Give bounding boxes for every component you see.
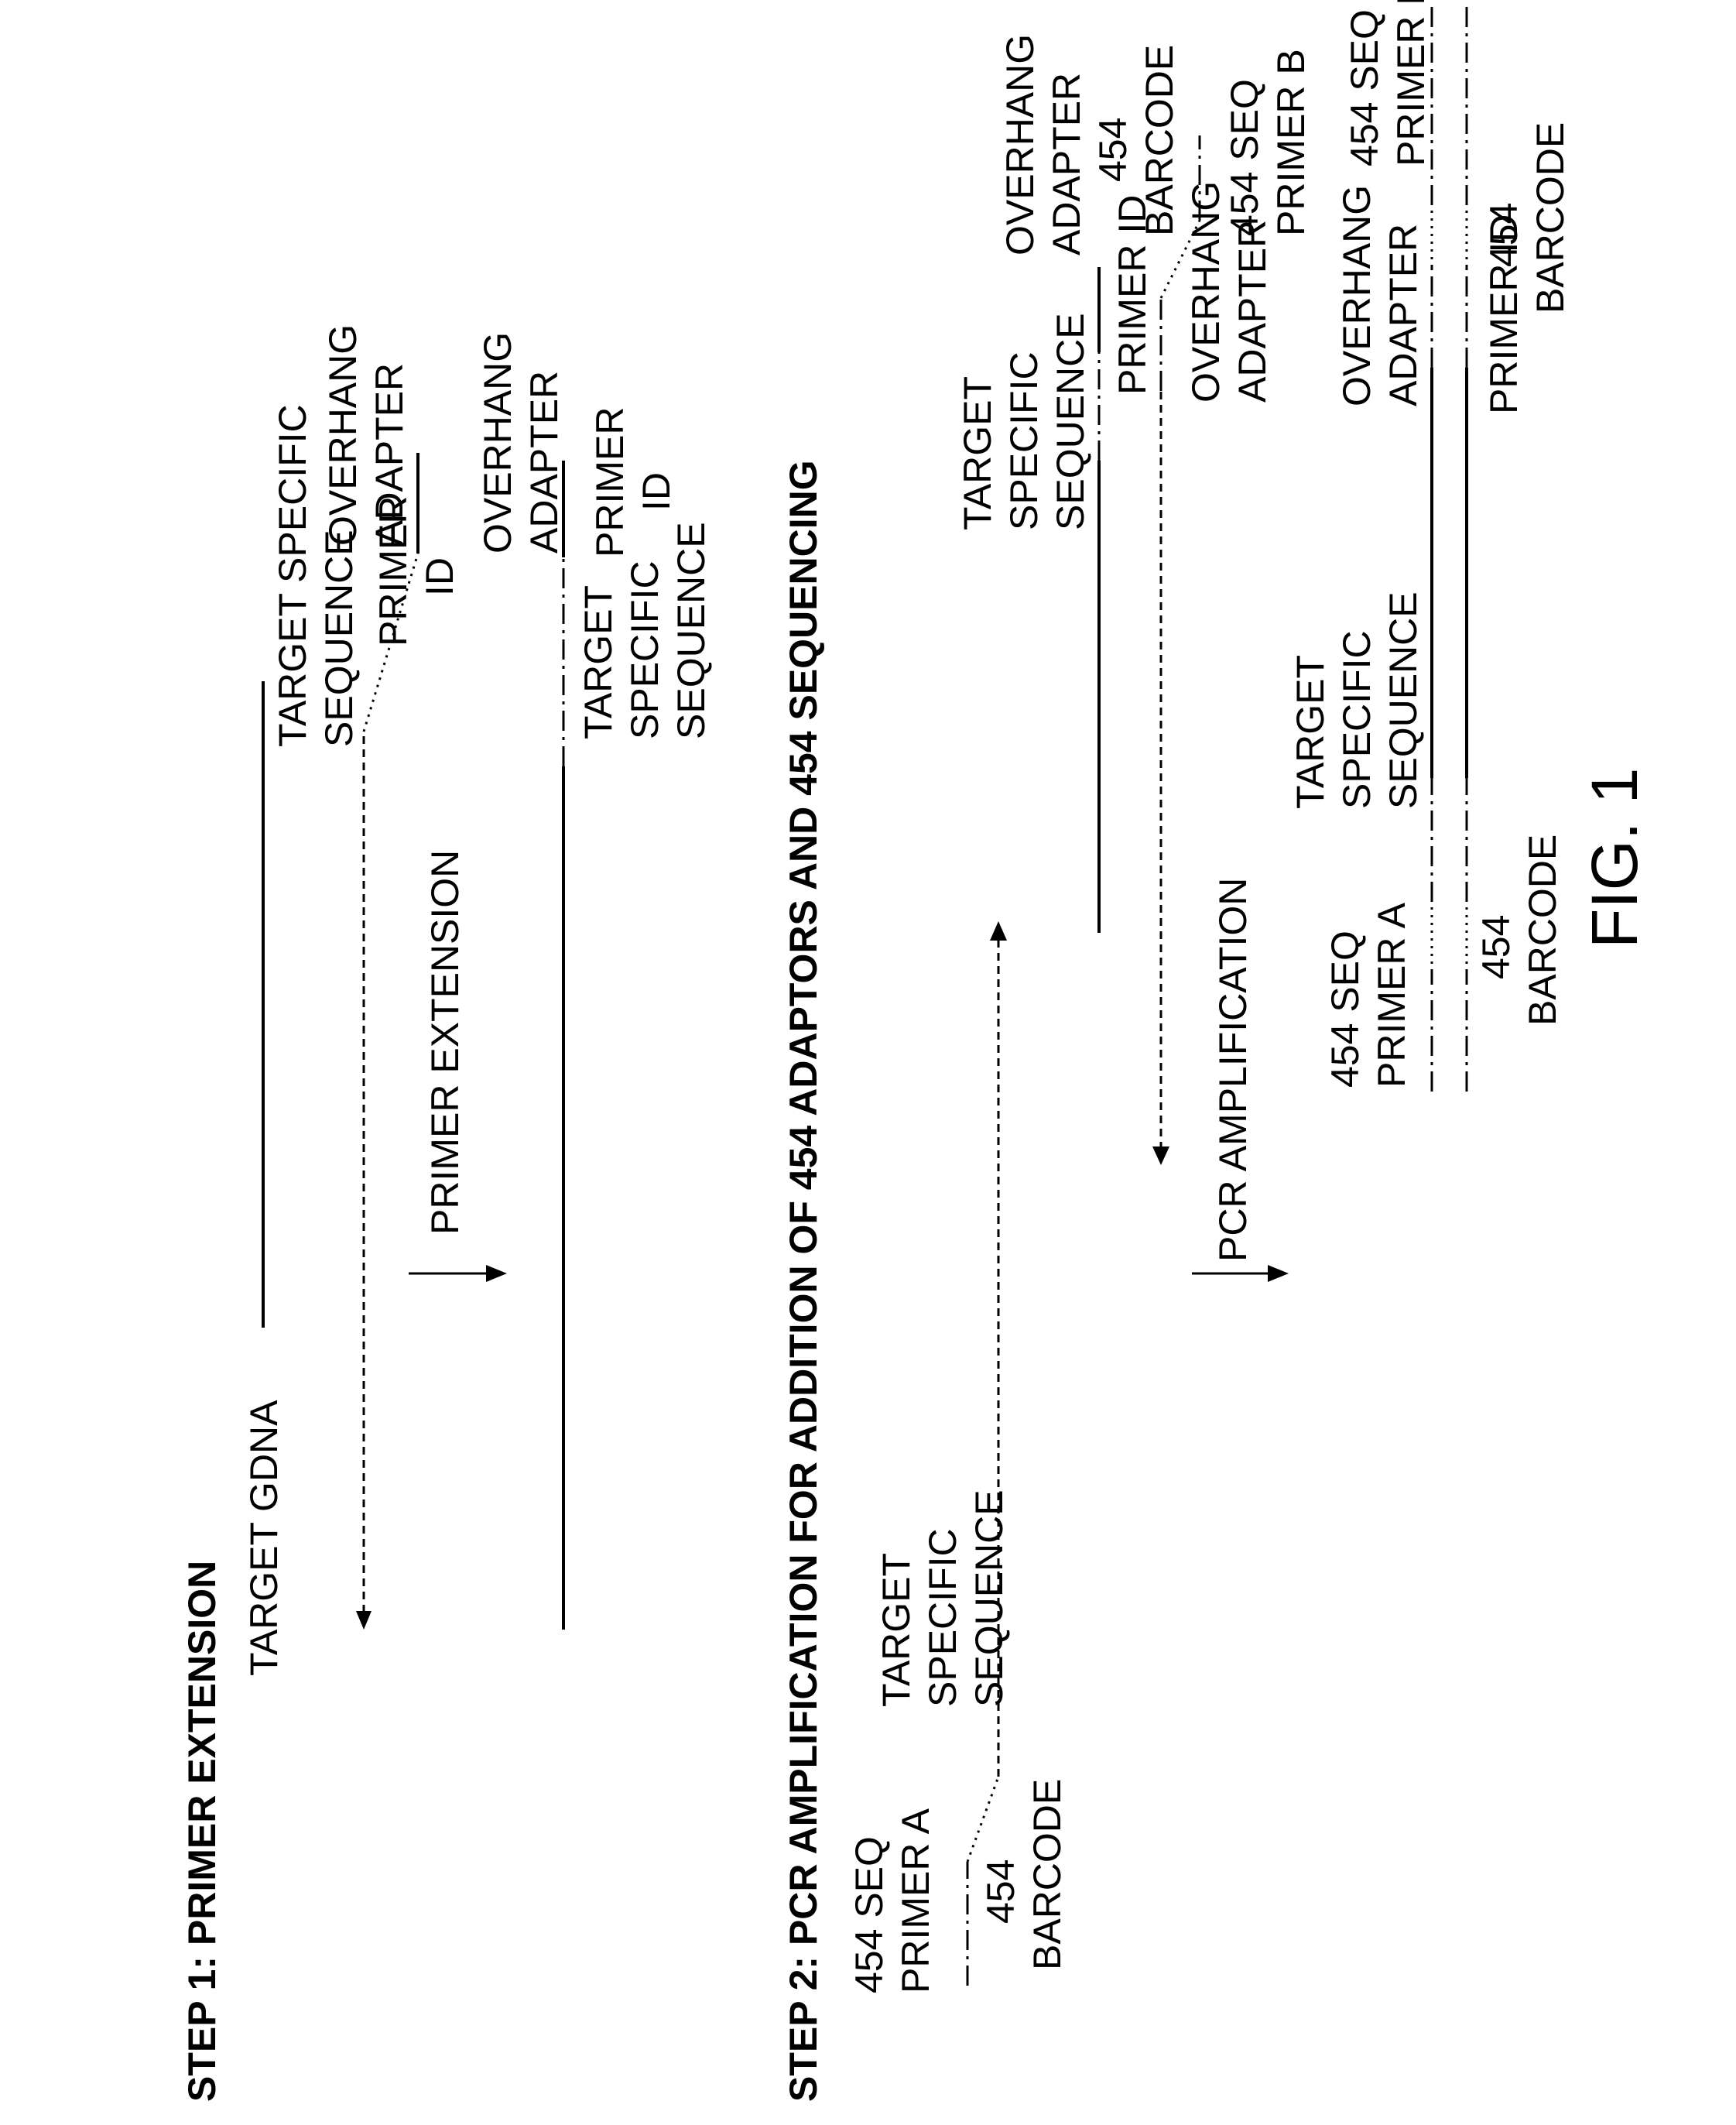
step2-primer-a-label-1: 454 SEQ	[847, 1836, 891, 1993]
step2-right-primer-arrowhead	[1152, 1146, 1169, 1165]
step2-primer-a-label-2: PRIMER A	[894, 1808, 937, 1993]
step2-template-target-label-3: SEQUENCE	[1049, 313, 1092, 530]
step1-target-specific-label-2: SEQUENCE	[317, 530, 361, 747]
step1-product-target-label-1: TARGET	[577, 585, 620, 739]
step2-template-overhang-label-2: ADAPTER	[1045, 73, 1088, 255]
final-target-label-3: SEQUENCE	[1382, 591, 1425, 809]
primer-extension-arrowhead	[486, 1265, 507, 1282]
final-barcode-b-label-1: 454	[1482, 203, 1525, 267]
step2-left-primer-arrowhead	[990, 921, 1007, 941]
step2-template-target-label-2: SPECIFIC	[1002, 351, 1046, 530]
step2-right-overhang-label-2: ADAPTER	[1231, 220, 1274, 403]
step1-product-overhang-label-1: OVERHANG	[476, 332, 519, 554]
step1-product-target-label-2: SPECIFIC	[623, 560, 666, 739]
step2-template-target-label-1: TARGET	[956, 376, 999, 530]
final-primer-a-label-2: PRIMER A	[1370, 902, 1413, 1088]
step2-left-target-label-3: SEQUENCE	[967, 1489, 1011, 1707]
figure-label: FIG. 1	[1578, 768, 1651, 948]
step1-product-primer-id-label-2: ID	[635, 472, 678, 511]
step1-product-target-label-3: SEQUENCE	[669, 522, 713, 739]
step1-target-gdna-label: TARGET GDNA	[242, 1400, 286, 1676]
pcr-amplification-label: PCR AMPLIFICATION	[1211, 878, 1255, 1262]
step1-target-specific-label-1: TARGET SPECIFIC	[271, 404, 314, 747]
step2-barcode-a-label-1: 454	[979, 1859, 1022, 1924]
final-overhang-label-2: ADAPTER	[1382, 224, 1425, 406]
step2-barcode-b-label-1: 454	[1091, 118, 1135, 182]
step2-primer-b-label-1: 454 SEQ	[1223, 79, 1266, 236]
rotated-figure-group: STEP 1: PRIMER EXTENSION TARGET GDNA TAR…	[180, 0, 1651, 2102]
final-primer-b-label-1: 454 SEQ	[1343, 9, 1386, 166]
final-barcode-a-label-1: 454	[1474, 915, 1518, 979]
step1-product-primer-id-label-1: PRIMER	[588, 407, 632, 557]
step1-product-overhang-label-2: ADAPTER	[522, 371, 566, 554]
final-target-label-2: SPECIFIC	[1335, 630, 1378, 809]
final-primer-a-label-1: 454 SEQ	[1323, 931, 1367, 1088]
final-overhang-label-1: OVERHANG	[1335, 185, 1378, 406]
final-primer-b-label-2: PRIMER B	[1389, 0, 1433, 166]
step2-left-target-label-1: TARGET	[875, 1553, 918, 1707]
step2-primer-b-label-2: PRIMER B	[1269, 49, 1313, 236]
final-target-label-1: TARGET	[1289, 655, 1332, 809]
final-barcode-a-label-2: BARCODE	[1521, 835, 1564, 1026]
step2-title: STEP 2: PCR AMPLIFICATION FOR ADDITION O…	[782, 460, 825, 2102]
step2-template-overhang-label-1: OVERHANG	[998, 34, 1042, 255]
step2-barcode-a-link	[967, 1777, 998, 1862]
primer-extension-label: PRIMER EXTENSION	[423, 850, 467, 1235]
step2-left-target-label-2: SPECIFIC	[921, 1528, 964, 1707]
step1-primer-id-label-2: ID	[418, 557, 461, 596]
step1-primer-arrowhead	[356, 1611, 372, 1630]
final-barcode-b-label-2: BARCODE	[1529, 122, 1572, 314]
step1-title: STEP 1: PRIMER EXTENSION	[180, 1561, 224, 2102]
step2-barcode-b-label-2: BARCODE	[1138, 45, 1181, 236]
step1-overhang-label-1: OVERHANG	[321, 324, 365, 546]
step2-right-overhang-label-1: OVERHANG	[1184, 181, 1228, 403]
step2-barcode-a-label-2: BARCODE	[1026, 1779, 1069, 1970]
step1-overhang-label-2: ADAPTER	[368, 363, 411, 546]
pcr-amplification-arrowhead	[1268, 1265, 1289, 1282]
